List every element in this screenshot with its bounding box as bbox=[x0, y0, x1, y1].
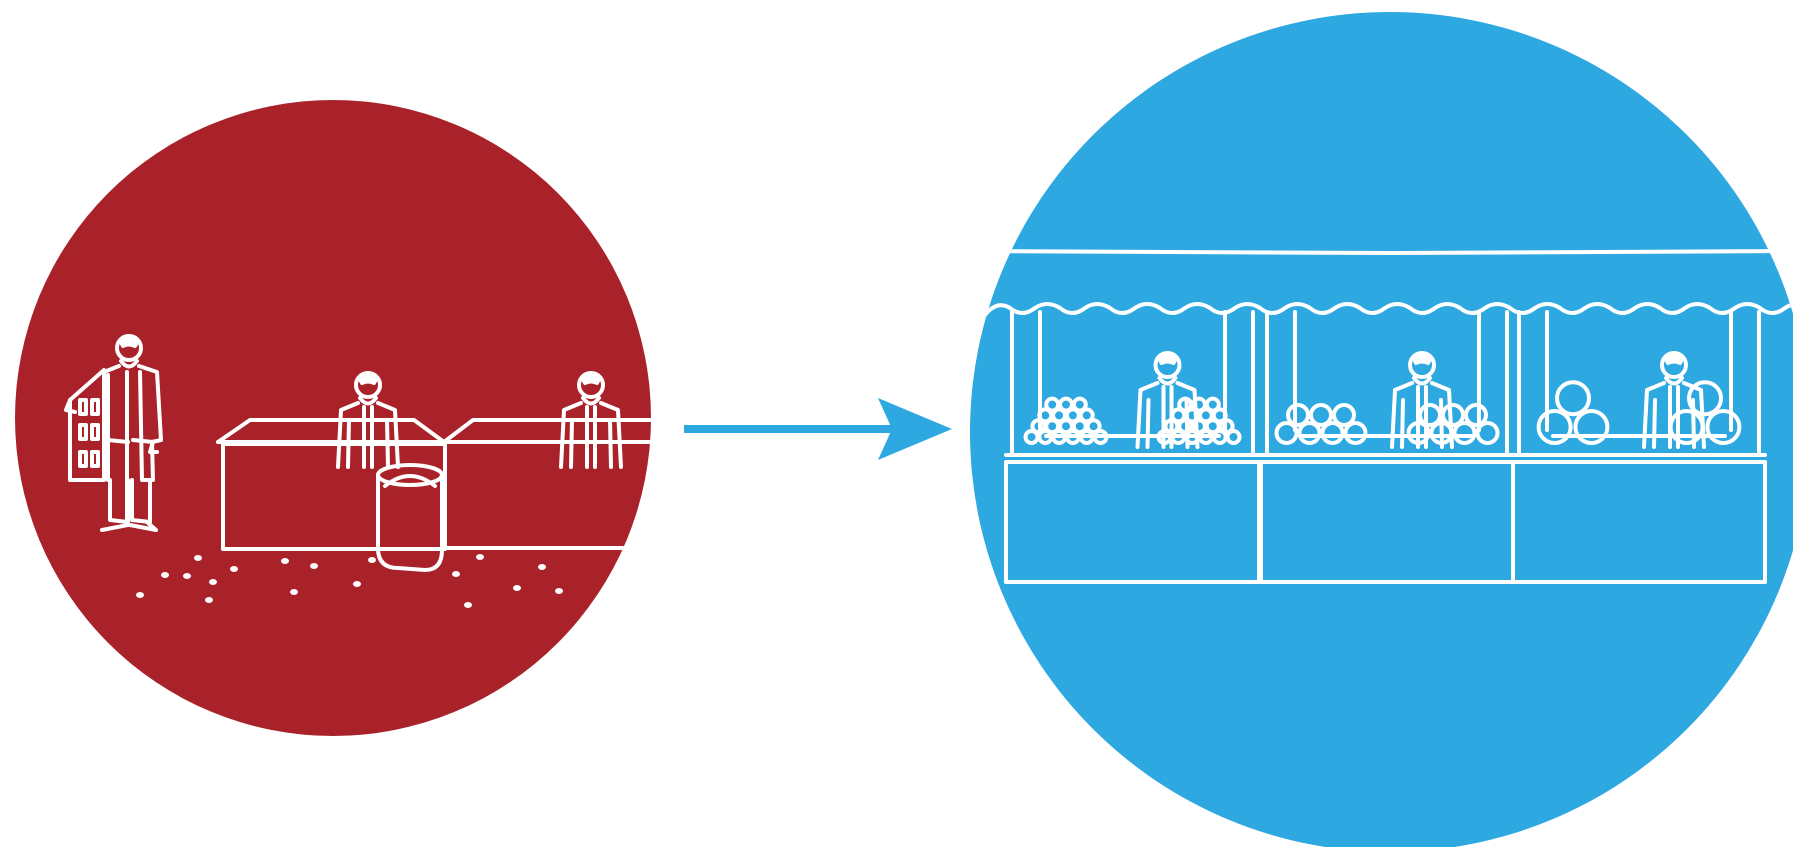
produce-pile-icon bbox=[1668, 380, 1742, 445]
after-scene bbox=[970, 12, 1793, 847]
produce-pile-icon bbox=[1406, 403, 1500, 445]
market-stall-icon bbox=[1511, 310, 1767, 584]
produce-pile-icon bbox=[1156, 396, 1242, 445]
market-stall-icon bbox=[1259, 310, 1515, 584]
produce-pile-icon bbox=[1536, 380, 1610, 445]
right-arrow-icon bbox=[684, 398, 952, 460]
market-stalls bbox=[1004, 310, 1767, 584]
scattered-dots-icon bbox=[136, 554, 563, 608]
before-scene bbox=[15, 100, 651, 736]
bucket-icon bbox=[376, 463, 444, 572]
counter-icon bbox=[216, 418, 651, 551]
produce-pile-icon bbox=[1023, 396, 1109, 445]
after-circle bbox=[970, 12, 1793, 847]
standing-person-with-building-icon bbox=[64, 334, 163, 532]
produce-pile-icon bbox=[1274, 403, 1368, 445]
awning-icon bbox=[970, 249, 1793, 317]
